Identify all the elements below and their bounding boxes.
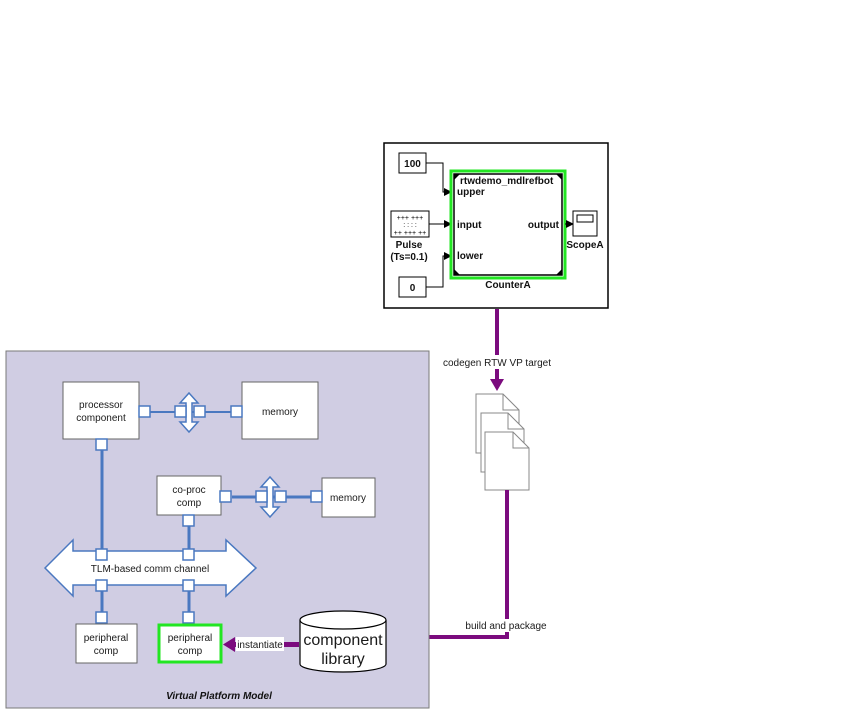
svg-text:: : : :: : : : : xyxy=(403,222,417,229)
instantiate-arrow-head xyxy=(223,637,235,652)
vp-title: Virtual Platform Model xyxy=(166,691,272,702)
coproc-label-1: co-proc xyxy=(172,485,205,496)
counter-a-block[interactable] xyxy=(453,173,563,276)
tlm-channel-label: TLM-based comm channel xyxy=(91,564,209,575)
port-input: input xyxy=(457,220,482,231)
port-lower: lower xyxy=(457,251,483,262)
model-ref-name: rtwdemo_mdlrefbot xyxy=(460,176,554,187)
pulse-label: Pulse xyxy=(396,240,423,251)
constant-upper-value: 100 xyxy=(404,159,421,170)
port-square xyxy=(230,405,243,418)
port-square xyxy=(95,579,108,592)
constant-lower-value: 0 xyxy=(410,283,416,294)
coproc-component[interactable] xyxy=(156,475,222,516)
peripheral-1-label-1: peripheral xyxy=(84,633,128,644)
port-output: output xyxy=(528,220,560,231)
port-square xyxy=(174,405,187,418)
memory-2-label: memory xyxy=(330,493,366,504)
pulse-sample-time: (Ts=0.1) xyxy=(390,252,427,263)
processor-label-1: processor xyxy=(79,400,124,411)
wire-upper xyxy=(426,162,452,196)
coproc-label-2: comp xyxy=(177,498,202,509)
simulink-model: 100 +++ +++ : : : : ++ +++ ++ Pulse (Ts=… xyxy=(383,142,609,309)
build-label: build and package xyxy=(465,621,547,632)
port-square xyxy=(274,490,287,503)
codegen-arrow-head xyxy=(490,379,504,391)
port-square xyxy=(182,514,195,527)
port-square xyxy=(219,490,232,503)
port-square xyxy=(95,548,108,561)
instantiate-label: instantiate xyxy=(237,640,283,651)
port-square xyxy=(182,611,195,624)
peripheral-2-label-2: comp xyxy=(178,646,203,657)
vertical-bus-arrow-2 xyxy=(259,475,281,519)
port-square xyxy=(182,548,195,561)
library-label-2: library xyxy=(321,651,365,668)
library-label-1: component xyxy=(303,632,383,649)
svg-text:++ +++ ++: ++ +++ ++ xyxy=(394,230,427,237)
vertical-bus-arrow-1 xyxy=(178,391,200,434)
build-path xyxy=(395,490,509,639)
peripheral-2-label-1: peripheral xyxy=(168,633,212,644)
pulse-block[interactable]: +++ +++ : : : : ++ +++ ++ xyxy=(390,210,430,238)
port-square xyxy=(138,405,151,418)
port-square xyxy=(182,579,195,592)
processor-component[interactable] xyxy=(62,381,140,440)
peripheral-1-label-2: comp xyxy=(94,646,119,657)
scope-name: ScopeA xyxy=(566,240,603,251)
memory-1[interactable] xyxy=(241,381,319,440)
codegen-label: codegen RTW VP target xyxy=(443,358,551,369)
scope-icon xyxy=(576,214,594,223)
generated-files-icon xyxy=(475,393,530,491)
port-square xyxy=(255,490,268,503)
block-name-countera: CounterA xyxy=(485,280,531,291)
port-square xyxy=(95,611,108,624)
port-square xyxy=(95,438,108,451)
component-library-cylinder[interactable] xyxy=(299,610,387,673)
wire-lower xyxy=(426,252,452,288)
codegen-arrow-shaft xyxy=(495,309,499,381)
peripheral-comp-1[interactable] xyxy=(75,623,138,664)
pulse-icon: +++ +++ xyxy=(397,215,423,222)
port-square xyxy=(193,405,206,418)
port-upper: upper xyxy=(457,187,485,198)
processor-label-2: component xyxy=(76,413,126,424)
peripheral-comp-2-highlighted[interactable] xyxy=(157,623,223,664)
memory-1-label: memory xyxy=(262,407,298,418)
port-square xyxy=(310,490,323,503)
